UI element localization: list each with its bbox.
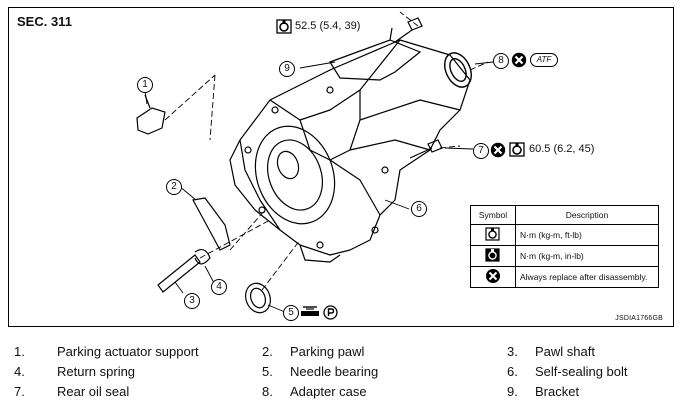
- torque-right-value: 60.5 (6.2, 45): [529, 143, 595, 155]
- legend-number: 2.: [262, 344, 273, 359]
- legend-number: 6.: [507, 364, 518, 379]
- replace-x-icon: [511, 52, 527, 68]
- leader-lines: [144, 61, 494, 313]
- needle-bearing: [245, 282, 271, 314]
- top-bolt: [394, 17, 423, 43]
- section-label: SEC. 311: [17, 14, 72, 29]
- legend-item-name: Self-sealing bolt: [535, 364, 628, 379]
- symbol-header: Symbol: [470, 205, 516, 225]
- callout-3: 3: [184, 293, 200, 309]
- grease-icon: [301, 306, 319, 316]
- parking-actuator-support: [136, 94, 166, 135]
- callout-5: 5: [283, 305, 299, 321]
- legend-item-name: Rear oil seal: [57, 384, 130, 399]
- rear-oil-seal: [444, 52, 472, 88]
- torque-in-icon: [485, 247, 500, 262]
- legend-item-name: Parking pawl: [290, 344, 365, 359]
- torque-top-value: 52.5 (5.4, 39): [295, 20, 361, 32]
- assembly-lines: [164, 11, 489, 291]
- replace-x-icon: [486, 269, 500, 283]
- legend-number: 5.: [262, 364, 273, 379]
- figure-code: JSDIA1766GB: [615, 315, 663, 322]
- symbol-table: Symbol Description N·m (kg-m, ft-lb) N·m…: [470, 205, 659, 288]
- callout-9: 9: [279, 61, 295, 77]
- adapter-case-outline: [229, 39, 471, 263]
- description-header: Description: [515, 205, 659, 225]
- symbol-row-description: N·m (kg-m, in-lb): [515, 245, 659, 267]
- torque-ft-icon: [485, 226, 500, 241]
- legend-number: 9.: [507, 384, 518, 399]
- legend-item-name: Pawl shaft: [535, 344, 595, 359]
- legend-number: 1.: [14, 344, 25, 359]
- legend-number: 3.: [507, 344, 518, 359]
- symbol-row-description: Always replace after disassembly.: [515, 266, 659, 288]
- replace-x-icon: [490, 142, 506, 158]
- parking-pawl: [192, 197, 231, 251]
- exploded-view-drawing: [136, 11, 494, 314]
- legend-item-name: Return spring: [57, 364, 136, 379]
- diagram-frame: SEC. 311 JSDIA1766GB: [8, 7, 674, 327]
- torque-ft-icon: [276, 19, 292, 34]
- torque-ft-icon: [509, 142, 525, 157]
- return-spring: [194, 248, 211, 265]
- legend-number: 7.: [14, 384, 25, 399]
- legend-number: 8.: [262, 384, 273, 399]
- petroleum-jelly-icon: [323, 305, 338, 320]
- legend-item-name: Needle bearing: [290, 364, 379, 379]
- callout-7: 7: [473, 143, 489, 159]
- symbol-row-description: N·m (kg-m, ft-lb): [515, 224, 659, 246]
- callout-4: 4: [211, 279, 227, 295]
- legend-item-name: Adapter case: [290, 384, 367, 399]
- pawl-shaft: [157, 254, 201, 293]
- legend-item-name: Parking actuator support: [57, 344, 199, 359]
- callout-6: 6: [411, 201, 427, 217]
- atf-badge: ATF: [530, 53, 558, 67]
- callout-2: 2: [166, 179, 182, 195]
- callout-8: 8: [493, 53, 509, 69]
- legend-item-name: Bracket: [535, 384, 580, 399]
- callout-1: 1: [137, 77, 153, 93]
- legend-number: 4.: [14, 364, 25, 379]
- bracket-part: [329, 27, 422, 81]
